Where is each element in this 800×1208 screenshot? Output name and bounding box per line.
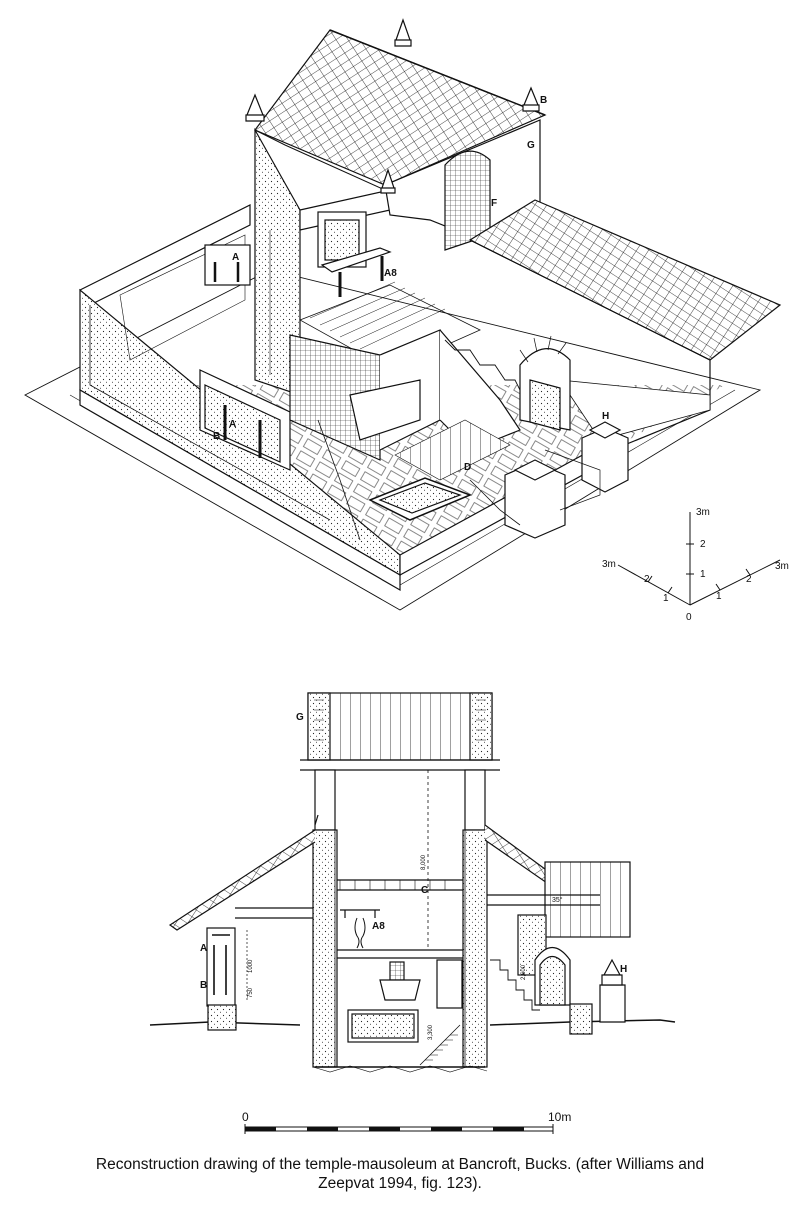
axis-left (617, 564, 691, 606)
label-b-lower: B (213, 431, 220, 442)
niche-upper (204, 244, 251, 286)
axis-x-tick-2: 2 (644, 574, 650, 585)
figure-caption: Reconstruction drawing of the temple-mau… (20, 1155, 780, 1193)
portico (468, 199, 782, 539)
isometric-view (24, 18, 782, 611)
axis-origin: 0 (686, 612, 692, 623)
label-h-iso: H (602, 411, 609, 422)
axis-x-tick-1: 1 (663, 593, 669, 604)
dim-stair-height: 2,600 (521, 964, 527, 980)
axis-z-end: 3m (696, 507, 710, 518)
label-g: G (527, 140, 535, 151)
dim-height-window: 1000 (248, 959, 254, 973)
scale-bar (244, 1124, 554, 1134)
lower-chamber (289, 329, 526, 521)
niche-lower (199, 369, 291, 471)
label-a8-iso: A8 (384, 268, 397, 279)
label-b-top: B (540, 95, 547, 106)
label-a8-section: A8 (372, 921, 385, 932)
axis-scale (617, 512, 781, 606)
axis-y-end: 3m (775, 561, 789, 572)
axis-z-tick-1: 1 (700, 569, 706, 580)
axis-y-tick-2: 2 (746, 574, 752, 585)
axis-x-end: 3m (602, 559, 616, 570)
dim-height-main: 8,000 (421, 854, 427, 870)
label-f: F (491, 198, 497, 209)
section-view (149, 692, 676, 1073)
axis-z-tick-2: 2 (700, 539, 706, 550)
label-b-section: B (200, 980, 207, 991)
label-g-section: G (296, 712, 304, 723)
dim-stair-going: 3,300 (428, 1024, 434, 1040)
label-a-lower: A (229, 419, 236, 430)
tower (245, 18, 547, 396)
label-a-section: A (200, 943, 207, 954)
label-c: C (421, 885, 428, 896)
scale-bar-start: 0 (242, 1110, 249, 1124)
caption-line-1: Reconstruction drawing of the temple-mau… (95, 1156, 705, 1173)
label-h-section: H (620, 964, 627, 975)
axis-right (689, 559, 781, 606)
axis-y-tick-1: 1 (716, 591, 722, 602)
scale-bar-end: 10m (548, 1110, 571, 1124)
dim-height-low: 750 (248, 987, 254, 998)
upper-chamber (299, 211, 481, 371)
caption-line-2: Zeepvat 1994, fig. 123). (318, 1175, 482, 1192)
label-a-upper: A (232, 252, 239, 263)
dim-roof-angle: 35° (552, 896, 563, 904)
label-d: D (464, 462, 471, 473)
